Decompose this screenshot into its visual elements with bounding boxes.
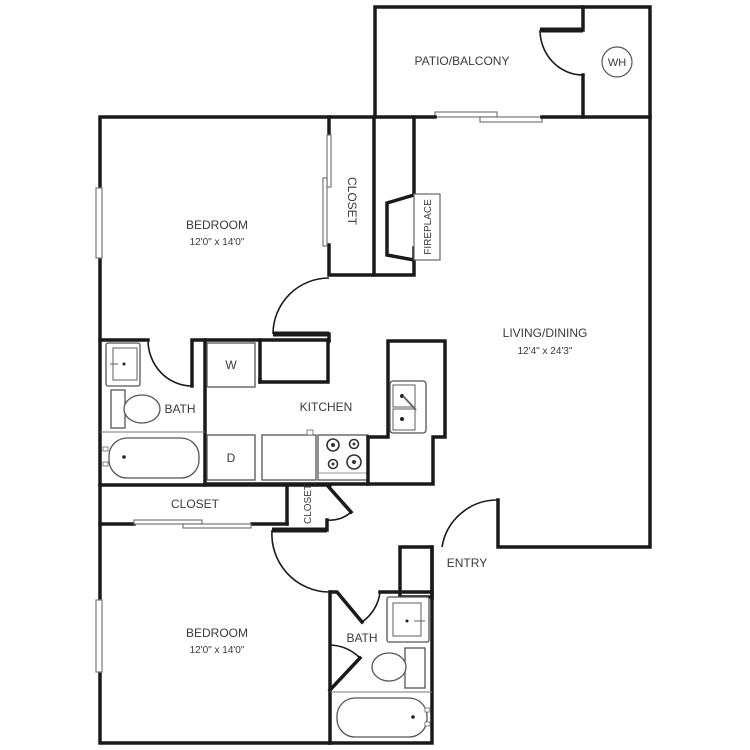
label-bath1: BATH — [164, 402, 195, 416]
bath1 — [98, 338, 207, 487]
dim-living: 12'4" x 24'3" — [518, 346, 573, 357]
window-bedroom2 — [95, 599, 103, 673]
bedroom2-door[interactable] — [271, 529, 329, 593]
label-water-heater: WH — [608, 57, 626, 69]
label-entry: ENTRY — [447, 556, 487, 570]
label-living: LIVING/DINING — [503, 326, 588, 340]
dim-bedroom2: 12'0" x 14'0" — [190, 645, 245, 656]
hall-closets — [98, 482, 354, 533]
entry-door[interactable] — [441, 499, 499, 548]
dim-bedroom1: 12'0" x 14'0" — [190, 237, 245, 248]
window-bedroom1 — [95, 187, 103, 259]
label-bath2: BATH — [346, 631, 377, 645]
water-heater — [601, 46, 633, 78]
label-washer: W — [225, 358, 237, 372]
label-kitchen: KITCHEN — [300, 400, 353, 414]
kitchen — [203, 338, 447, 486]
label-closet2: CLOSET — [171, 497, 220, 511]
label-fireplace: FIREPLACE — [423, 199, 434, 255]
label-bedroom1: BEDROOM — [186, 218, 248, 232]
label-patio: PATIO/BALCONY — [415, 54, 510, 68]
label-closet1: CLOSET — [345, 177, 359, 226]
bath2 — [327, 590, 434, 745]
bedroom1-door[interactable] — [272, 277, 331, 343]
label-dryer: D — [227, 451, 236, 465]
closet-fireplace-block — [322, 115, 441, 277]
label-closet3: CLOSET — [303, 484, 314, 524]
label-bedroom2: BEDROOM — [186, 626, 248, 640]
patio-balcony — [373, 5, 652, 123]
